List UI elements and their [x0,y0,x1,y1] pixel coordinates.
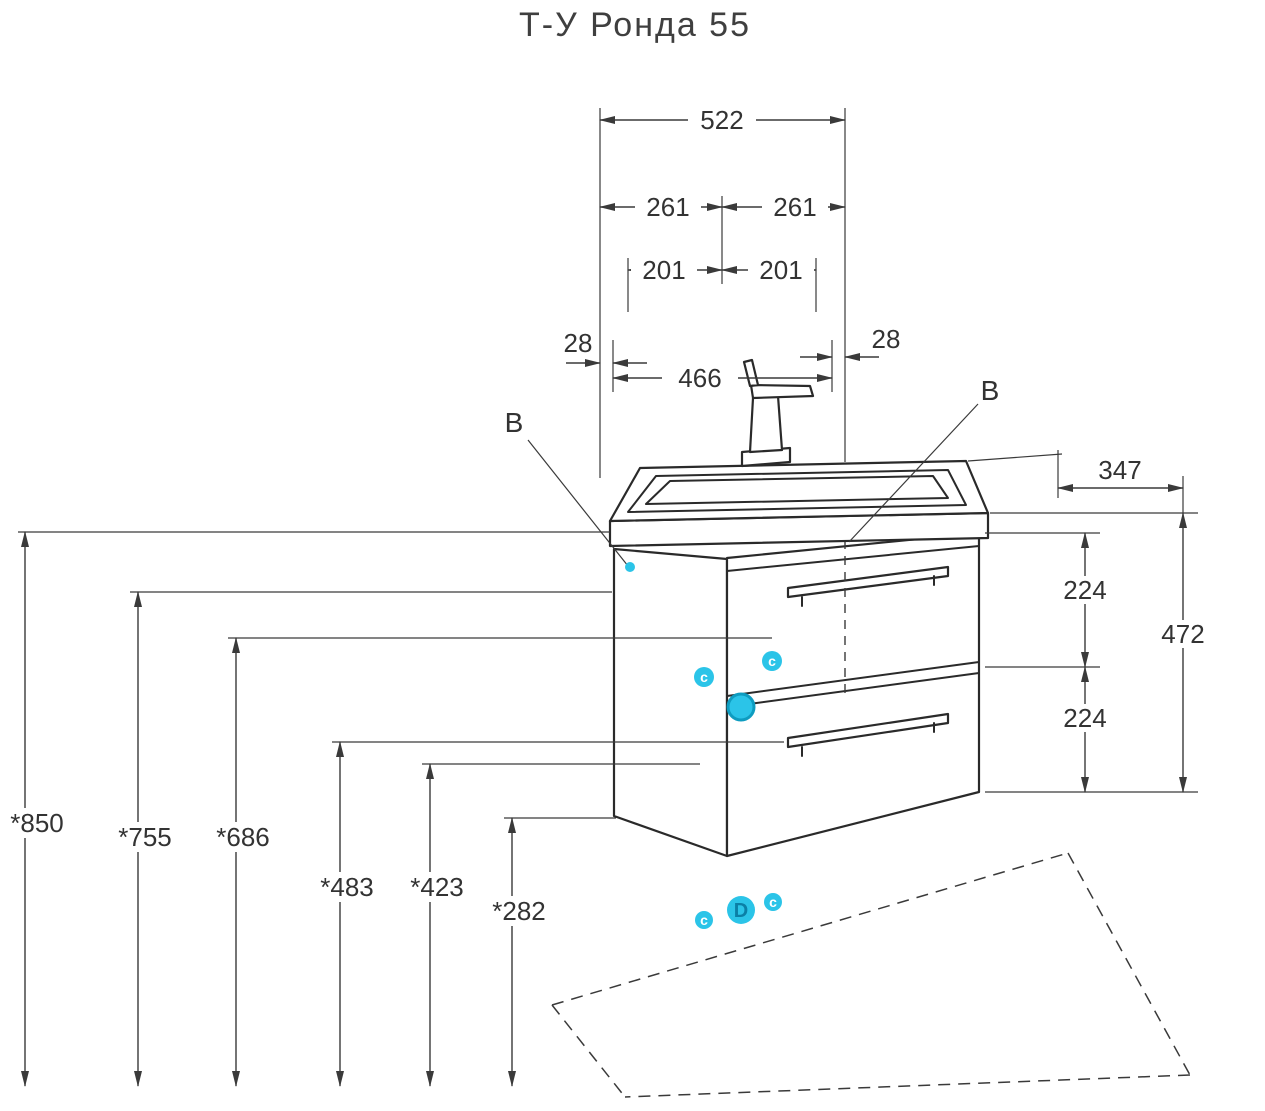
label-mask [1147,620,1219,648]
marker-c-upper-left [694,667,714,687]
callout-b-left-label: B [505,407,524,438]
marker-d [727,896,755,924]
dim-201-right-label: 201 [759,255,802,285]
marker-d-label: D [734,900,748,922]
dim-224-lower-label: 224 [1063,703,1106,733]
label-mask [308,872,386,902]
dim-261-right-label: 261 [773,192,816,222]
extension-lines [18,108,1198,819]
cabinet-top-gap-line [726,545,980,572]
dim-472-label: 472 [1161,619,1204,649]
callout-b-left-leader [527,439,629,567]
dim-423-label: *423 [410,872,464,902]
marker-c-lower-right-label: c [769,894,777,910]
dim-466-label: 466 [678,363,721,393]
marker-c-upper-left-label: c [700,669,708,685]
ext-line [967,453,1063,462]
dim-522-label: 522 [700,105,743,135]
drawer-divider-upper-line [726,661,980,697]
dimension-labels: 522 261 261 201 201 28 28 466 347 224 22… [10,105,1204,926]
marker-c-lower-left-label: c [700,912,708,928]
dim-850-label: *850 [10,808,64,838]
callout-b-right-label: B [981,375,1000,406]
dim-686-label: *686 [216,822,270,852]
dim-28-left-label: 28 [564,328,593,358]
drawer-divider-lower-line [726,672,980,708]
marker-c-upper-right [762,651,782,671]
cabinet-side-panel [612,547,729,858]
label-mask [106,822,184,852]
dimension-lines [21,116,1187,1087]
dim-282-label: *282 [492,896,546,926]
faucet-spout-arm [749,383,815,400]
label-mask [748,256,814,284]
dim-755-label: *755 [118,822,172,852]
floor-outline [551,852,1191,1098]
cabinet-drawing [612,531,981,858]
sink-rim-inner-line [627,469,967,513]
marker-c-upper-right-label: c [768,653,776,669]
dim-224-upper-label: 224 [1063,575,1106,605]
page-title: Т-У Ронда 55 [519,6,751,44]
point-markers: c c c D c [625,562,782,929]
label-mask [688,105,756,135]
label-mask [1050,576,1120,604]
marker-c-lower-left [695,911,713,929]
marker-dot-center [726,692,756,722]
sink-basin-opening [645,475,949,505]
dim-347-label: 347 [1098,455,1141,485]
floor-dashed-line [1067,852,1191,1076]
faucet-body [748,394,784,454]
label-mask [0,808,74,838]
label-mask [1050,704,1120,732]
dim-261-left-label: 261 [646,192,689,222]
label-mask [204,822,282,852]
label-mask [635,193,701,221]
dim-201-left-label: 201 [642,255,685,285]
drawer-handle-lower [786,712,950,749]
cabinet-front-face [725,531,981,858]
label-masks [0,105,1219,926]
faucet-drawing [740,358,815,468]
faucet-lever [742,358,760,388]
marker-dot-b-left [625,562,635,572]
floor-dashed-line [551,852,1069,1006]
floor-dashed-line [551,1004,626,1098]
drawer-handle-upper-legs [801,575,935,607]
marker-c-lower-right [764,893,782,911]
label-mask [762,193,828,221]
label-mask [480,896,558,926]
sink-drawing [608,459,990,548]
dim-483-label: *483 [320,872,374,902]
dim-28-right-label: 28 [872,324,901,354]
label-mask [398,872,476,902]
drawer-handle-upper [786,565,950,599]
label-mask [662,364,738,392]
label-mask [631,256,697,284]
drawer-handle-lower-legs [801,722,935,757]
floor-dashed-line [624,1074,1191,1098]
callout-b-right-leader [848,403,979,543]
